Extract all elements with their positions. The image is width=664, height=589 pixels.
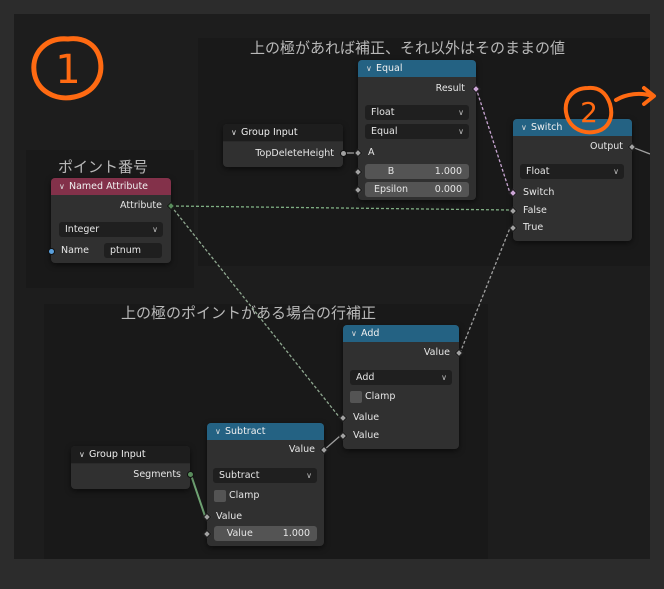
subtract-value-field[interactable]: Value 1.000	[214, 526, 317, 541]
topdeleteheight-socket[interactable]	[340, 150, 347, 157]
group-input-node-top[interactable]: ∨ Group Input TopDeleteHeight	[223, 124, 347, 167]
subtract-title: Subtract	[225, 426, 266, 437]
add-header[interactable]: ∨ Add	[343, 325, 459, 342]
link-attribute-false	[170, 205, 511, 211]
link-attribute-add	[170, 205, 341, 419]
name-label: Name	[61, 245, 90, 256]
collapse-chevron-icon[interactable]: ∨	[351, 329, 357, 338]
name-field[interactable]: ptnum	[104, 243, 162, 258]
attribute-data-type-value: Integer	[65, 224, 100, 235]
segments-output-label: Segments	[133, 469, 181, 480]
annotation-two-digit: 2	[580, 96, 598, 129]
input-b-field[interactable]: B 1.000	[365, 164, 469, 179]
collapse-chevron-icon[interactable]: ∨	[59, 182, 65, 191]
subtract-header[interactable]: ∨ Subtract	[207, 423, 324, 440]
add-input-2-label: Value	[353, 430, 380, 441]
subtract-output-label: Value	[288, 444, 315, 455]
chevron-down-icon: ∨	[613, 167, 619, 176]
input-b-value: 1.000	[434, 166, 462, 177]
subtract-operation-dropdown[interactable]: Subtract ∨	[213, 468, 317, 483]
annotation-one-digit: 1	[55, 47, 80, 93]
subtract-operation-value: Subtract	[219, 470, 260, 481]
attribute-output-label: Attribute	[120, 200, 162, 211]
add-operation-value: Add	[356, 372, 375, 383]
name-value: ptnum	[110, 245, 142, 256]
chevron-down-icon: ∨	[458, 127, 464, 136]
subtract-value-label: Value	[226, 528, 253, 539]
switch-input-label: Switch	[523, 187, 555, 198]
collapse-chevron-icon[interactable]: ∨	[366, 64, 372, 73]
add-operation-dropdown[interactable]: Add ∨	[350, 370, 452, 385]
chevron-down-icon: ∨	[441, 373, 447, 382]
add-output-label: Value	[423, 347, 450, 358]
equal-operation-value: Equal	[371, 126, 398, 137]
equal-header[interactable]: ∨ Equal	[358, 60, 476, 77]
switch-output-label: Output	[590, 141, 623, 152]
chevron-down-icon: ∨	[152, 225, 158, 234]
add-clamp-label: Clamp	[365, 391, 396, 402]
collapse-chevron-icon[interactable]: ∨	[231, 128, 237, 137]
group-input-top-header[interactable]: ∨ Group Input	[223, 124, 343, 142]
annotation-circle-two: 2	[563, 85, 656, 135]
group-input-top-title: Group Input	[241, 127, 298, 138]
attribute-data-type-dropdown[interactable]: Integer ∨	[59, 222, 163, 237]
input-b-label: B	[387, 166, 395, 177]
add-input-1-label: Value	[353, 412, 380, 423]
named-attribute-title: Named Attribute	[69, 181, 149, 192]
named-attribute-header[interactable]: ∨ Named Attribute	[51, 178, 171, 195]
epsilon-field[interactable]: Epsilon 0.000	[365, 182, 469, 197]
equal-data-type-dropdown[interactable]: Float ∨	[365, 105, 469, 120]
equal-node[interactable]: ∨ Equal Result Float ∨ Equal ∨ A B 1.000 Eps…	[353, 60, 481, 200]
node-editor-canvas[interactable]: 上の極があれば補正、それ以外はそのままの値 ポイント番号 上の極のポイントがある…	[14, 14, 650, 559]
result-output-label: Result	[435, 83, 465, 94]
switch-data-type-dropdown[interactable]: Float ∨	[520, 164, 624, 179]
switch-data-type-value: Float	[526, 166, 550, 177]
chevron-down-icon: ∨	[458, 108, 464, 117]
group-input-bottom-header[interactable]: ∨ Group Input	[71, 446, 190, 464]
arrow-right-icon	[614, 86, 656, 106]
collapse-chevron-icon[interactable]: ∨	[79, 450, 85, 459]
node-links	[170, 87, 650, 517]
epsilon-label: Epsilon	[373, 184, 409, 195]
equal-operation-dropdown[interactable]: Equal ∨	[365, 124, 469, 139]
epsilon-value: 0.000	[434, 184, 462, 195]
add-node[interactable]: ∨ Add Value Add ∨ Clamp Value Value	[338, 325, 464, 449]
frame-bottom-label: 上の極のポイントがある場合の行補正	[121, 304, 377, 322]
chevron-down-icon: ∨	[306, 471, 312, 480]
group-input-node-bottom[interactable]: ∨ Group Input Segments	[71, 446, 194, 489]
subtract-clamp-label: Clamp	[229, 490, 260, 501]
equal-title: Equal	[376, 63, 403, 74]
false-input-label: False	[523, 205, 547, 216]
frame-top-label: 上の極があれば補正、それ以外はそのままの値	[250, 39, 566, 57]
add-clamp-checkbox[interactable]	[350, 391, 362, 403]
add-title: Add	[361, 328, 380, 339]
name-socket[interactable]	[48, 248, 55, 255]
switch-title: Switch	[531, 122, 563, 133]
subtract-input-1-label: Value	[216, 511, 243, 522]
collapse-chevron-icon[interactable]: ∨	[521, 123, 527, 132]
input-a-label: A	[368, 147, 375, 158]
segments-socket[interactable]	[187, 471, 194, 478]
subtract-clamp-checkbox[interactable]	[214, 490, 226, 502]
collapse-chevron-icon[interactable]: ∨	[215, 427, 221, 436]
annotation-circle-one: 1	[31, 36, 104, 101]
link-add-true	[459, 227, 511, 354]
topdeleteheight-output-label: TopDeleteHeight	[255, 148, 334, 159]
link-segments-subtract	[190, 474, 206, 517]
link-result-switch	[475, 87, 511, 194]
frame-point-index-label: ポイント番号	[58, 158, 149, 176]
group-input-bottom-title: Group Input	[89, 449, 146, 460]
equal-data-type-value: Float	[371, 107, 395, 118]
true-input-label: True	[523, 222, 544, 233]
subtract-value-number: 1.000	[282, 528, 310, 539]
subtract-node[interactable]: ∨ Subtract Value Subtract ∨ Clamp Value Va…	[202, 423, 329, 546]
named-attribute-node[interactable]: ∨ Named Attribute Attribute Integer ∨ Name…	[48, 178, 176, 263]
